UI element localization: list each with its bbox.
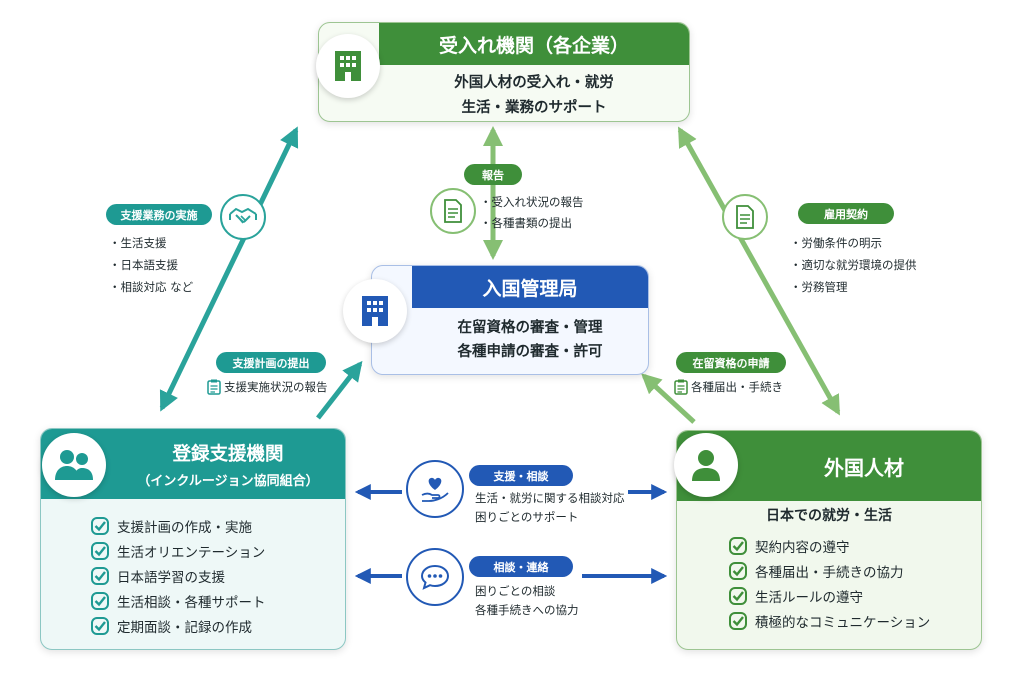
support-work-items: ・生活支援 ・日本語支援 ・相談対応 など [109, 236, 194, 294]
support-organization-duties: 支援計画の作成・実施 生活オリエンテーション 日本語学習の支援 生活相談・各種サ… [91, 513, 266, 638]
consult-contact-label: 相談・連絡 [469, 556, 573, 577]
document-icon [430, 188, 476, 234]
foreign-talent-duties: 契約内容の遵守 各種届出・手続きの協力 生活ルールの遵守 積極的なコミュニケーシ… [729, 533, 930, 633]
list-item: 生活相談・各種サポート [91, 588, 266, 613]
check-icon [91, 591, 109, 610]
arrow-left-to-center [316, 360, 363, 420]
support-work-label: 支援業務の実施 [106, 204, 212, 225]
clipboard-icon [207, 379, 221, 395]
check-icon [729, 611, 747, 630]
contract-document-icon [722, 194, 768, 240]
check-icon [91, 516, 109, 535]
arrow-right-to-center [641, 373, 696, 424]
immigration-bureau-line-2: 各種申請の審査・許可 [457, 344, 603, 360]
receiving-organization-card: 受入れ機関（各企業） 外国人材の受入れ・就労 生活・業務のサポート [318, 22, 690, 122]
list-item: 契約内容の遵守 [729, 533, 930, 558]
list-item: 支援計画の作成・実施 [91, 513, 266, 538]
immigration-bureau-title: 入国管理局 [412, 266, 648, 308]
building-icon [316, 34, 380, 98]
support-organization-subtitle: （インクルージョン協同組合） [137, 473, 319, 489]
office-building-icon [343, 279, 407, 343]
handshake-icon [220, 194, 266, 240]
user-group-icon [42, 433, 106, 497]
foreign-talent-subtitle: 日本での就労・生活 [766, 508, 892, 524]
immigration-bureau-card: 入国管理局 在留資格の審査・管理 各種申請の審査・許可 [371, 265, 649, 375]
heart-hand-icon [406, 460, 464, 518]
chat-bubble-icon [406, 548, 464, 606]
arrow-right-to-top [677, 126, 841, 416]
receiving-organization-line-2: 生活・業務のサポート [461, 100, 607, 116]
list-item: 生活オリエンテーション [91, 538, 266, 563]
check-icon [91, 566, 109, 585]
support-plan-note: 支援実施状況の報告 [207, 379, 328, 395]
residence-application-note: 各種届出・手続き [674, 379, 783, 395]
immigration-bureau-line-1: 在留資格の審査・管理 [457, 320, 603, 336]
check-icon [729, 561, 747, 580]
receiving-organization-description: 外国人材の受入れ・就労 生活・業務のサポート [379, 71, 689, 121]
immigration-bureau-description: 在留資格の審査・管理 各種申請の審査・許可 [412, 316, 648, 364]
residence-application-label: 在留資格の申請 [676, 352, 786, 373]
employment-contract-label: 雇用契約 [798, 203, 894, 224]
list-item: 定期面談・記録の作成 [91, 613, 266, 638]
support-consult-label: 支援・相談 [469, 465, 573, 486]
check-icon [91, 616, 109, 635]
receiving-organization-line-1: 外国人材の受入れ・就労 [454, 75, 614, 91]
receiving-organization-title: 受入れ機関（各企業） [379, 23, 689, 65]
clipboard-icon [674, 379, 688, 395]
consult-contact-lines: 困りごとの相談 各種手続きへの協力 [475, 584, 579, 617]
list-item: 生活ルールの遵守 [729, 583, 930, 608]
support-consult-lines: 生活・就労に関する相談対応 困りごとのサポート [475, 491, 625, 524]
list-item: 積極的なコミュニケーション [729, 608, 930, 633]
list-item: 日本語学習の支援 [91, 563, 266, 588]
support-organization-title: 登録支援機関 [172, 443, 284, 465]
check-icon [729, 536, 747, 555]
report-items: ・受入れ状況の報告 ・各種書類の提出 [480, 195, 584, 230]
list-item: 各種届出・手続きの協力 [729, 558, 930, 583]
support-plan-label: 支援計画の提出 [216, 352, 326, 373]
employment-contract-items: ・労働条件の明示 ・適切な就労環境の提供 ・労務管理 [790, 236, 917, 294]
check-icon [729, 586, 747, 605]
check-icon [91, 541, 109, 560]
person-icon [674, 433, 738, 497]
arrow-left-to-top [159, 126, 299, 412]
report-label: 報告 [464, 164, 522, 185]
